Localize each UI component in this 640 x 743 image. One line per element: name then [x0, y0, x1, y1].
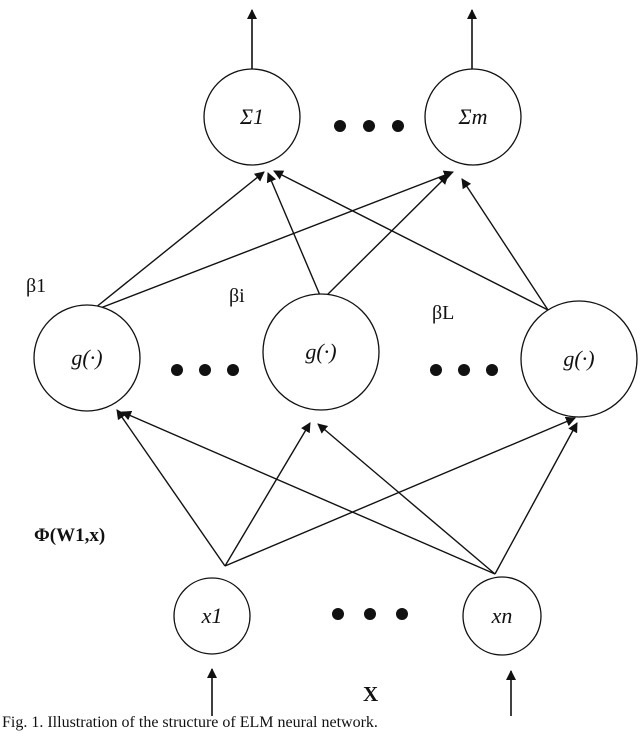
hidden-ellipsis-left-dots [171, 364, 239, 376]
input-ellipsis-dots [332, 608, 408, 620]
hidden-mapping-label: Φ(W1,x) [34, 525, 105, 546]
hidden-node-i: g(·) [262, 293, 380, 411]
input-node-1: x1 [173, 577, 251, 655]
input-node-n: xn [462, 576, 542, 656]
hidden-node-l: g(·) [520, 300, 638, 418]
output-node-1-label: Σ1 [239, 104, 264, 129]
hidden-node-i-label: g(·) [305, 339, 336, 364]
input-node-n-label: xn [491, 603, 513, 628]
output-node-m-label: Σm [458, 104, 488, 129]
figure-caption: Fig. 1. Illustration of the structure of… [2, 714, 378, 731]
beta-1-label: β1 [26, 275, 46, 297]
beta-i-label: βi [229, 285, 245, 307]
output-node-m: Σm [424, 68, 522, 166]
output-node-1: Σ1 [203, 68, 301, 166]
input-vector-label: X [363, 682, 378, 706]
hidden-output-connections [89, 170, 549, 313]
beta-l-label: βL [432, 302, 454, 324]
input-hidden-connections [116, 409, 578, 575]
hidden-node-l-label: g(·) [563, 346, 594, 371]
hidden-node-1-label: g(·) [71, 345, 102, 370]
input-node-1-label: x1 [201, 603, 223, 628]
hidden-node-1: g(·) [33, 304, 141, 412]
hidden-ellipsis-right-dots [430, 364, 498, 376]
output-ellipsis-dots [334, 120, 404, 132]
